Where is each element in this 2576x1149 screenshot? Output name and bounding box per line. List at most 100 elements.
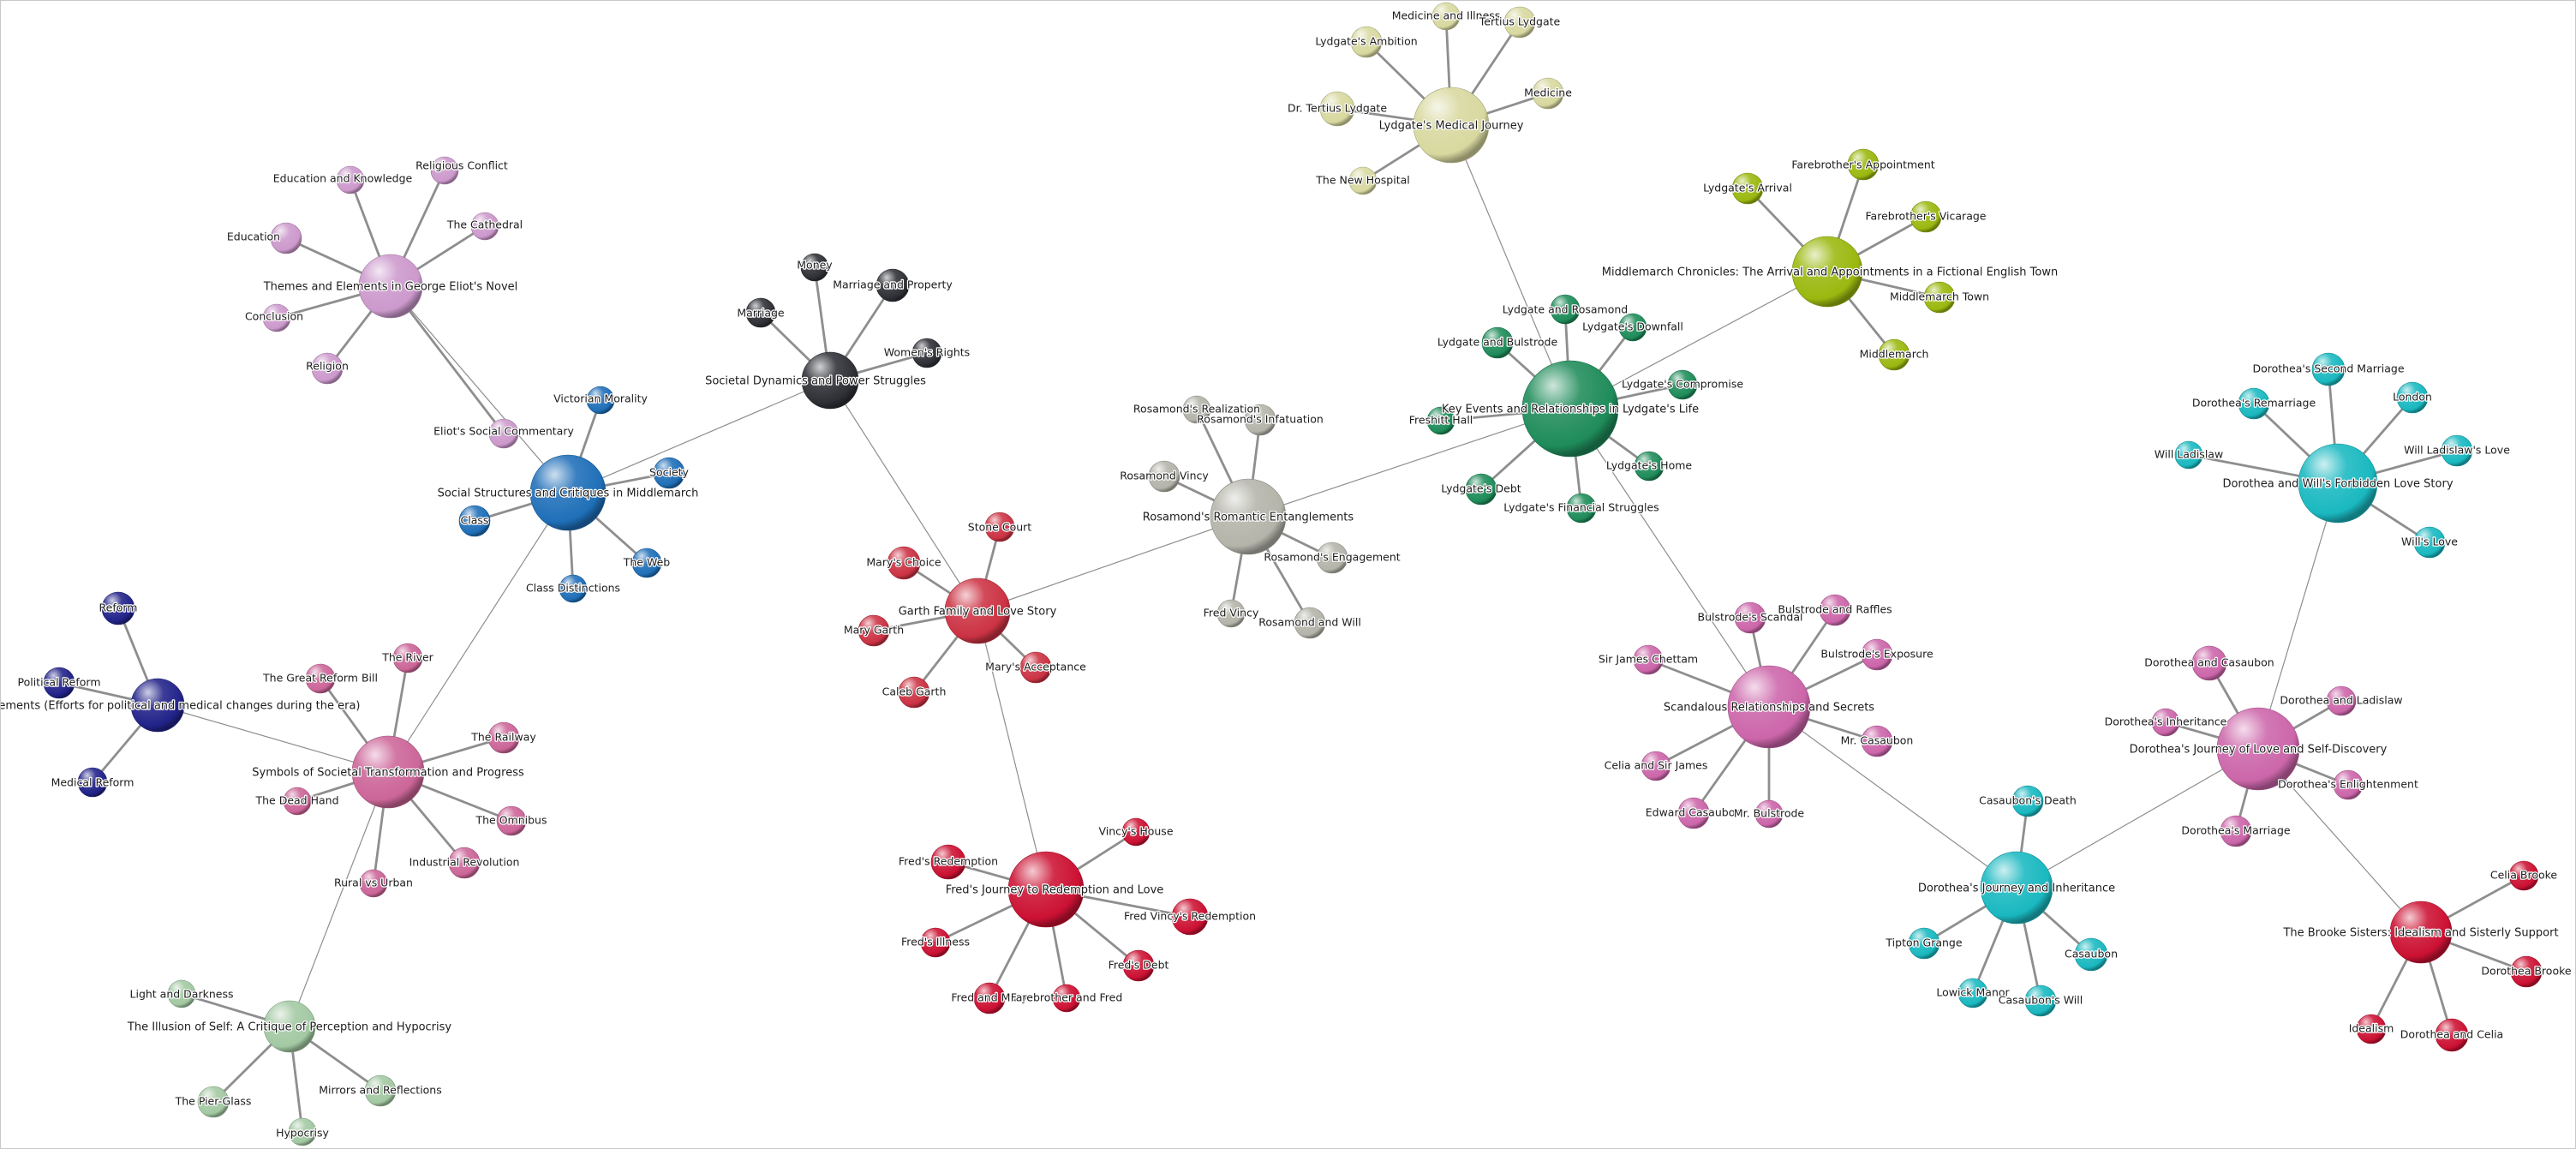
node-farebrother-and-fred[interactable] — [1052, 984, 1081, 1013]
node-education[interactable] — [270, 222, 302, 254]
node-dr-tertius-lydgate[interactable] — [1319, 91, 1355, 127]
node-industrial-revolution[interactable] — [448, 847, 481, 879]
node-conclusion[interactable] — [262, 303, 291, 332]
hub-node-fred-journey[interactable] — [1007, 851, 1085, 928]
node-light-and-darkness[interactable] — [167, 979, 196, 1008]
node-fred-vincy[interactable] — [1216, 599, 1246, 628]
node-marriage-and-property[interactable] — [876, 268, 910, 302]
node-the-pier-glass[interactable] — [197, 1086, 230, 1118]
node-tipton-grange[interactable] — [1908, 927, 1940, 960]
node-lydgates-compromise[interactable] — [1667, 369, 1698, 400]
hub-node-rosamond[interactable] — [1210, 478, 1287, 555]
node-dorotheas-enlightenment[interactable] — [2333, 769, 2364, 800]
node-bulstrodes-scandal[interactable] — [1734, 601, 1766, 634]
hub-node-dorothea-love[interactable] — [2216, 707, 2300, 791]
node-casaubon[interactable] — [2074, 937, 2108, 972]
node-dorothea-and-casaubon[interactable] — [2191, 645, 2227, 681]
node-dorotheas-inheritance[interactable] — [2151, 708, 2180, 737]
node-lydgates-arrival[interactable] — [1731, 172, 1764, 205]
node-tertius-lydgate[interactable] — [1503, 6, 1536, 39]
node-marriage[interactable] — [745, 297, 776, 328]
node-lowick-manor[interactable] — [1957, 978, 1988, 1008]
node-caleb-garth[interactable] — [898, 676, 930, 709]
node-marys-choice[interactable] — [887, 546, 921, 580]
node-medicine[interactable] — [1532, 77, 1564, 110]
node-lydgates-debt[interactable] — [1465, 473, 1497, 506]
node-casaubons-will[interactable] — [2024, 984, 2057, 1017]
node-freshitt-hall[interactable] — [1426, 406, 1455, 435]
node-womens-rights[interactable] — [911, 338, 942, 368]
hub-node-scandalous[interactable] — [1727, 665, 1811, 749]
hub-node-illusion-self[interactable] — [263, 1000, 316, 1053]
node-celia-and-sir-james[interactable] — [1641, 751, 1671, 781]
node-the-new-hospital[interactable] — [1348, 166, 1378, 195]
node-sir-james-chettam[interactable] — [1633, 644, 1664, 675]
node-rosamond-vincy[interactable] — [1148, 460, 1180, 493]
node-medicine-and-illness[interactable] — [1431, 2, 1461, 31]
node-religion[interactable] — [311, 352, 344, 385]
node-rosamonds-engagement[interactable] — [1316, 542, 1348, 574]
node-mr-bulstrode[interactable] — [1754, 799, 1784, 829]
hub-node-symbols[interactable] — [351, 735, 425, 809]
node-lydgates-ambition[interactable] — [1350, 26, 1383, 58]
node-education-and-knowledge[interactable] — [336, 165, 365, 194]
hub-node-middlemarch-chronicles[interactable] — [1791, 236, 1863, 308]
node-dorotheas-second-marriage[interactable] — [2311, 352, 2346, 386]
hub-node-social-structures[interactable] — [529, 454, 607, 531]
node-edward-casaubon[interactable] — [1677, 797, 1710, 829]
node-the-cathedral[interactable] — [470, 212, 499, 241]
node-the-omnibus[interactable] — [496, 805, 527, 836]
node-eliots-social-commentary[interactable] — [488, 418, 519, 449]
hub-node-lydgate-life[interactable] — [1521, 360, 1619, 458]
node-society[interactable] — [653, 457, 685, 489]
node-dorotheas-marriage[interactable] — [2220, 815, 2252, 847]
node-vincys-house[interactable] — [1121, 817, 1151, 847]
node-farebrothers-vicarage[interactable] — [1910, 200, 1942, 233]
node-freds-debt[interactable] — [1122, 949, 1155, 982]
node-religious-conflict[interactable] — [430, 156, 459, 185]
node-rural-vs-urban[interactable] — [359, 869, 388, 898]
node-middlemarch[interactable] — [1878, 338, 1910, 371]
node-farebrothers-appointment[interactable] — [1847, 148, 1880, 181]
node-freds-illness[interactable] — [920, 927, 951, 958]
node-middlemarch-town[interactable] — [1923, 281, 1956, 314]
node-reform[interactable] — [101, 591, 135, 625]
node-victorian-morality[interactable] — [586, 386, 615, 415]
node-dorotheas-remarriage[interactable] — [2238, 387, 2270, 420]
node-freds-redemption[interactable] — [930, 844, 966, 880]
node-fred-vincys-redemption[interactable] — [1171, 898, 1209, 936]
node-mirrors-and-reflections[interactable] — [364, 1074, 397, 1107]
node-dorothea-brooke[interactable] — [2510, 955, 2543, 988]
hub-node-forbidden-love[interactable] — [2298, 443, 2378, 524]
node-rosamonds-realization[interactable] — [1182, 395, 1211, 424]
node-class-distinctions[interactable] — [559, 574, 588, 603]
node-mr-casaubon[interactable] — [1861, 725, 1893, 757]
node-the-web[interactable] — [631, 548, 662, 578]
node-dorothea-and-celia[interactable] — [2435, 1018, 2469, 1052]
node-bulstrode-and-raffles[interactable] — [1819, 594, 1851, 626]
node-the-railway[interactable] — [487, 721, 520, 754]
node-london[interactable] — [2396, 381, 2429, 414]
node-stone-court[interactable] — [984, 512, 1015, 542]
node-celia-brooke[interactable] — [2508, 860, 2539, 891]
node-marys-acceptance[interactable] — [1019, 651, 1052, 684]
hub-node-societal-dynamics[interactable] — [801, 351, 859, 410]
node-hypocrisy[interactable] — [288, 1117, 317, 1146]
node-money[interactable] — [800, 253, 829, 282]
hub-node-eliot-themes[interactable] — [358, 254, 423, 319]
hub-node-casaubon-inheritance[interactable] — [1980, 851, 2053, 925]
node-rosamonds-infatuation[interactable] — [1244, 404, 1276, 436]
node-the-river[interactable] — [392, 643, 423, 673]
hub-node-garth-family[interactable] — [944, 577, 1011, 644]
node-wills-love[interactable] — [2413, 526, 2446, 559]
node-medical-reform[interactable] — [77, 767, 108, 798]
node-fred-and-mary[interactable] — [973, 982, 1006, 1014]
node-casaubons-death[interactable] — [2011, 785, 2044, 817]
node-lydgate-and-rosamond[interactable] — [1550, 294, 1581, 325]
node-bulstrodes-exposure[interactable] — [1861, 638, 1893, 671]
node-the-great-reform-bill[interactable] — [305, 663, 336, 694]
node-dorothea-and-ladislaw[interactable] — [2326, 685, 2357, 716]
node-class[interactable] — [458, 505, 491, 537]
node-idealism[interactable] — [2356, 1014, 2387, 1044]
node-will-ladislaws-love[interactable] — [2441, 434, 2473, 467]
